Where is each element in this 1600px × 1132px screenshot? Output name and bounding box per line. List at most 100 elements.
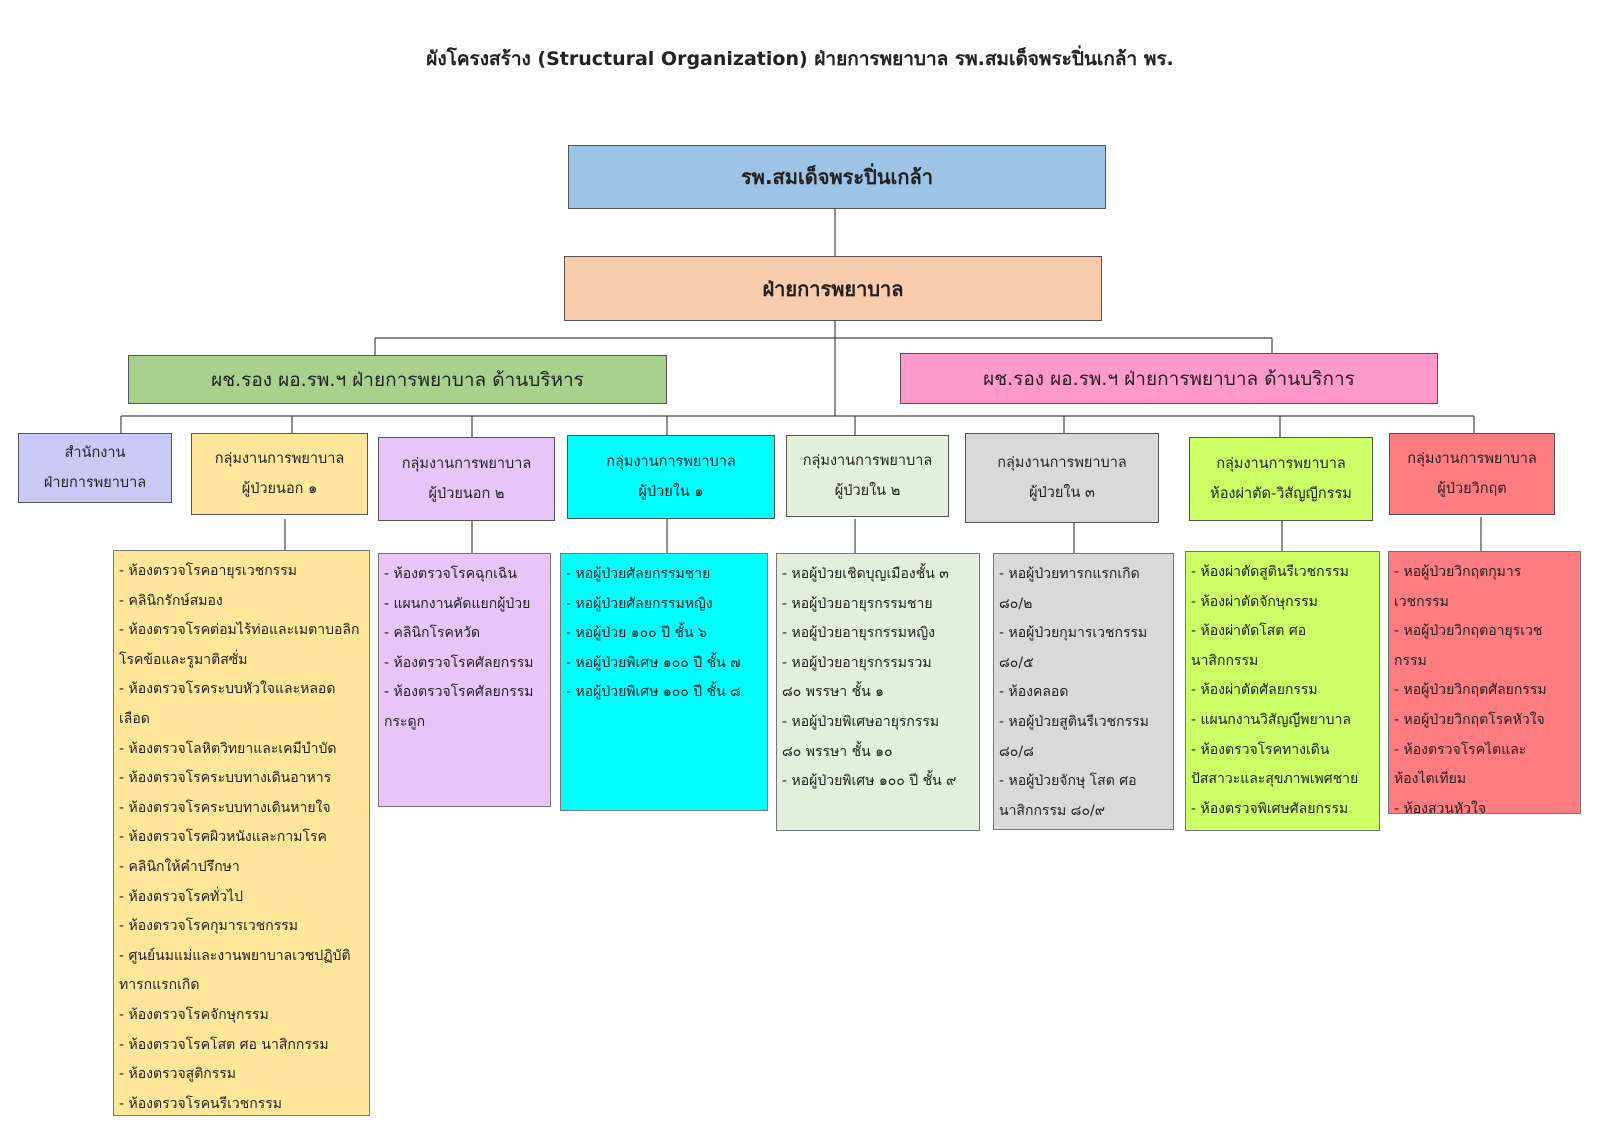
list-item: - ห้องตรวจโรคระบบทางเดินหายใจ [119, 799, 331, 816]
list-item: - หอผู้ป่วยวิกฤตศัลยกรรม [1394, 682, 1547, 699]
unit-box-ipd1: กลุ่มงานการพยาบาล ผู้ป่วยใน ๑ [567, 435, 775, 519]
list-item: - แผนกงานคัดแยกผู้ป่วย [384, 595, 531, 612]
list-item: - หอผู้ป่วยศัลยกรรมชาย [566, 566, 711, 582]
list-item: - หอผู้ป่วยทารกแรกเกิด [999, 566, 1140, 582]
sublist-ipd1: - หอผู้ป่วยศัลยกรรมชาย - หอผู้ป่วยศัลยกรร… [560, 553, 768, 811]
list-item: - ห้องตรวจโรคจักษุกรรม [119, 1006, 269, 1023]
list-item: - ห้องตรวจโลหิตวิทยาและเคมีบำบัด [119, 740, 337, 757]
list-item: - ห้องผ่าตัดศัลยกรรม [1191, 682, 1318, 699]
chart-title: ผังโครงสร้าง (Structural Organization) ฝ… [426, 48, 1174, 70]
list-item: - ห้องตรวจโรคกุมารเวชกรรม [119, 918, 299, 935]
sublist-opd2: - ห้องตรวจโรคฉุกเฉิน - แผนกงานคัดแยกผู้ป่… [378, 553, 551, 807]
list-item: - หอผู้ป่วยพิเศษ ๑๐๐ ปี ชั้น ๗ [566, 654, 741, 671]
list-item: - ห้องผ่าตัดสูตินรีเวชกรรม [1191, 564, 1349, 580]
unit-opd1-line2: ผู้ป่วยนอก ๑ [241, 481, 318, 497]
list-item: - ห้องสวนหัวใจ [1394, 800, 1487, 814]
list-item: กระดูก [384, 713, 426, 730]
list-item: - หอผู้ป่วยอายุรกรรมรวม [782, 654, 932, 671]
unit-box-opd2: กลุ่มงานการพยาบาล ผู้ป่วยนอก ๒ [378, 437, 555, 521]
deputy-service-label: ผช.รอง ผอ.รพ.ฯ ฝ่ายการพยาบาล ด้านบริการ [983, 367, 1355, 390]
list-item: - คลินิกโรคหวัด [384, 625, 481, 642]
list-item: - ห้องตรวจโรคทางเดิน [1191, 741, 1330, 758]
list-item: - ห้องตรวจโรคอายุรเวชกรรม [119, 563, 297, 579]
deputy-admin-label: ผช.รอง ผอ.รพ.ฯ ฝ่ายการพยาบาล ด้านบริหาร [211, 368, 584, 391]
department-label: ฝ่ายการพยาบาล [762, 276, 904, 301]
unit-icu-line2: ผู้ป่วยวิกฤต [1437, 481, 1507, 497]
unit-ipd1-line1: กลุ่มงานการพยาบาล [606, 454, 736, 470]
sublist-ipd3: - หอผู้ป่วยทารกแรกเกิด๘๐/๒ - หอผู้ป่วยกุม… [993, 553, 1174, 830]
list-item: - แผนกงานวิสัญญีพยาบาล [1191, 711, 1351, 728]
list-item: ๘๐ พรรษา ชั้น ๑๐ [782, 743, 893, 760]
list-item: - หอผู้ป่วย ๑๐๐ ปี ชั้น ๖ [566, 625, 707, 642]
unit-opd2-line1: กลุ่มงานการพยาบาล [401, 456, 532, 472]
list-item: ปัสสาวะและสุขภาพเพศชาย [1191, 771, 1359, 788]
deputy-box-admin: ผช.รอง ผอ.รพ.ฯ ฝ่ายการพยาบาล ด้านบริหาร [128, 355, 667, 404]
list-item: - คลินิกให้คำปรึกษา [119, 858, 240, 875]
list-item: - หอผู้ป่วยวิกฤตกุมารเวชกรรม [1394, 564, 1522, 610]
unit-box-ipd2: กลุ่มงานการพยาบาล ผู้ป่วยใน ๒ [786, 435, 949, 517]
list-item: - หอผู้ป่วยวิกฤตอายุรเวชกรรม [1394, 623, 1543, 669]
list-item: ๘๐/๕ [999, 654, 1034, 671]
unit-ipd3-line1: กลุ่มงานการพยาบาล [997, 455, 1127, 471]
list-item: - หอผู้ป่วยพิเศษ ๑๐๐ ปี ชั้น ๙ [782, 773, 957, 790]
unit-office-line2: ฝ่ายการพยาบาล [43, 475, 147, 491]
list-item: - หอผู้ป่วยกุมารเวชกรรม [999, 625, 1148, 642]
list-item: - ห้องตรวจโรคโสต ศอ นาสิกกรรม [119, 1036, 329, 1053]
unit-or-line2: ห้องผ่าตัด-วิสัญญีกรรม [1210, 486, 1352, 502]
list-item: - ห้องตรวจโรคศัลยกรรม [384, 684, 534, 701]
list-item: - ห้องตรวจโรคฉุกเฉิน [384, 566, 517, 582]
unit-ipd2-line1: กลุ่มงานการพยาบาล [802, 453, 933, 469]
list-item: - ห้องผ่าตัดจักษุกรรม [1191, 593, 1318, 610]
sublist-ipd2: - หอผู้ป่วยเชิดบุญเมืองชั้น ๓ - หอผู้ป่วย… [776, 553, 980, 831]
unit-office-line1: สำนักงาน [64, 445, 126, 461]
unit-ipd1-line2: ผู้ป่วยใน ๑ [638, 484, 704, 500]
list-item: ๘๐/๘ [999, 743, 1034, 760]
unit-box-opd1: กลุ่มงานการพยาบาล ผู้ป่วยนอก ๑ [191, 433, 368, 515]
unit-ipd2-line2: ผู้ป่วยใน ๒ [834, 483, 901, 499]
list-item: ๘๐/๒ [999, 595, 1033, 612]
unit-box-office: สำนักงาน ฝ่ายการพยาบาล [18, 433, 172, 503]
list-item: - หอผู้ป่วยเชิดบุญเมืองชั้น ๓ [782, 566, 949, 582]
root-label: รพ.สมเด็จพระปิ่นเกล้า [741, 165, 933, 189]
list-item: - หอผู้ป่วยสูตินรีเวชกรรม [999, 713, 1149, 730]
list-item: - ห้องตรวจโรคนรีเวชกรรม [119, 1095, 283, 1112]
sublist-icu: - หอผู้ป่วยวิกฤตกุมารเวชกรรม - หอผู้ป่วยว… [1388, 551, 1581, 814]
list-item: - หอผู้ป่วยจักษุ โสต ศอ [999, 773, 1137, 790]
list-item: - ห้องตรวจสูติกรรม [119, 1066, 237, 1083]
list-item: โรคข้อและรูมาติสซั่ม [119, 651, 248, 668]
list-item: - หอผู้ป่วยวิกฤตโรคหัวใจ [1394, 711, 1545, 728]
list-item: - ห้องผ่าตัดโสต ศอ [1191, 623, 1307, 640]
list-item: ทารกแรกเกิด [119, 977, 200, 994]
unit-or-line1: กลุ่มงานการพยาบาล [1216, 456, 1346, 472]
deputy-box-service: ผช.รอง ผอ.รพ.ฯ ฝ่ายการพยาบาล ด้านบริการ [900, 353, 1438, 404]
list-item: - หอผู้ป่วยอายุรกรรมหญิง [782, 625, 936, 642]
unit-opd1-line1: กลุ่มงานการพยาบาล [214, 451, 345, 467]
list-item: - หอผู้ป่วยศัลยกรรมหญิง [566, 595, 713, 612]
list-item: - หอผู้ป่วยพิเศษ ๑๐๐ ปี ชั้น ๘ [566, 684, 741, 701]
list-item: - หอผู้ป่วยอายุรกรรมชาย [782, 595, 933, 612]
list-item: - ห้องตรวจโรคศัลยกรรม [384, 654, 534, 671]
list-item: ๘๐ พรรษา ชั้น ๑ [782, 684, 885, 701]
list-item: - ห้องตรวจโรคระบบทางเดินอาหาร [119, 770, 332, 787]
list-item: - ห้องตรวจโรคไตและ [1394, 741, 1527, 758]
sublist-or: - ห้องผ่าตัดสูตินรีเวชกรรม - ห้องผ่าตัดจั… [1185, 551, 1380, 831]
list-item: - หอผู้ป่วยพิเศษอายุรกรรม [782, 713, 940, 730]
list-item: - ห้องตรวจโรคทั่วไป [119, 888, 244, 905]
unit-ipd3-line2: ผู้ป่วยใน ๓ [1029, 485, 1095, 501]
list-item: - ห้องตรวจพิเศษศัลยกรรม [1191, 800, 1349, 817]
list-item: นาสิกกรรม ๘๐/๙ [999, 802, 1105, 819]
unit-icu-line1: กลุ่มงานการพยาบาล [1407, 451, 1537, 467]
list-item: - ห้องตรวจโรคผิวหนังและกามโรค [119, 829, 327, 846]
list-item: - ห้องคลอด [999, 684, 1069, 701]
list-item: - ศูนย์นมแม่และงานพยาบาลเวชปฏิบัติ [119, 947, 351, 964]
sublist-opd1: - ห้องตรวจโรคอายุรเวชกรรม - คลินิกรักษ์สม… [113, 550, 370, 1116]
department-box-nursing: ฝ่ายการพยาบาล [564, 256, 1102, 321]
unit-box-or: กลุ่มงานการพยาบาล ห้องผ่าตัด-วิสัญญีกรรม [1189, 437, 1373, 521]
list-item: ห้องไตเทียม [1394, 771, 1467, 788]
unit-box-icu: กลุ่มงานการพยาบาล ผู้ป่วยวิกฤต [1389, 433, 1555, 515]
list-item: - คลินิกรักษ์สมอง [119, 592, 223, 609]
unit-opd2-line2: ผู้ป่วยนอก ๒ [428, 486, 505, 502]
list-item: นาสิกกรรม [1191, 652, 1259, 669]
root-box-hospital: รพ.สมเด็จพระปิ่นเกล้า [568, 145, 1106, 209]
